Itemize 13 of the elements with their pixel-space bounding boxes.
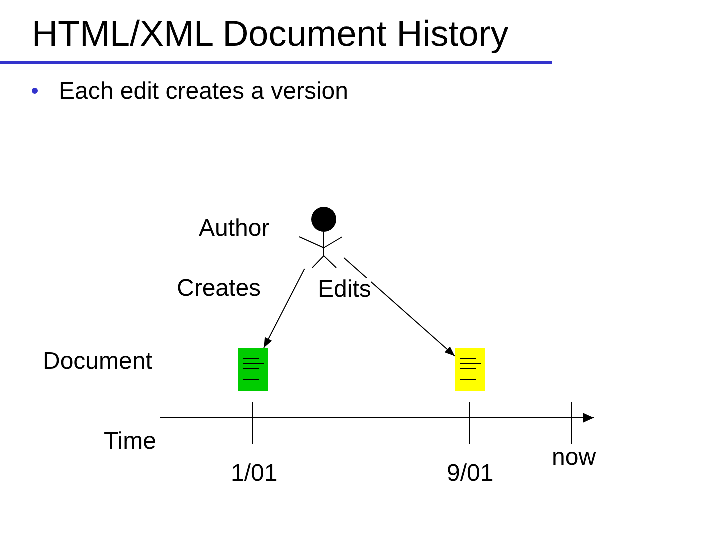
slide-title: HTML/XML Document History [32,16,509,52]
document-icon [455,348,485,391]
bullet-text: Each edit creates a version [59,80,348,104]
row-label: Document [43,350,152,374]
document-icon [238,348,268,391]
tick-label: 1/01 [231,462,278,486]
arrow [344,257,456,357]
arrow [264,268,306,348]
actor-label: Author [199,217,270,241]
tick-label: 9/01 [447,462,494,486]
axis-label: Time [104,430,156,454]
tick-label: now [552,446,596,470]
stick-figure [298,206,344,269]
